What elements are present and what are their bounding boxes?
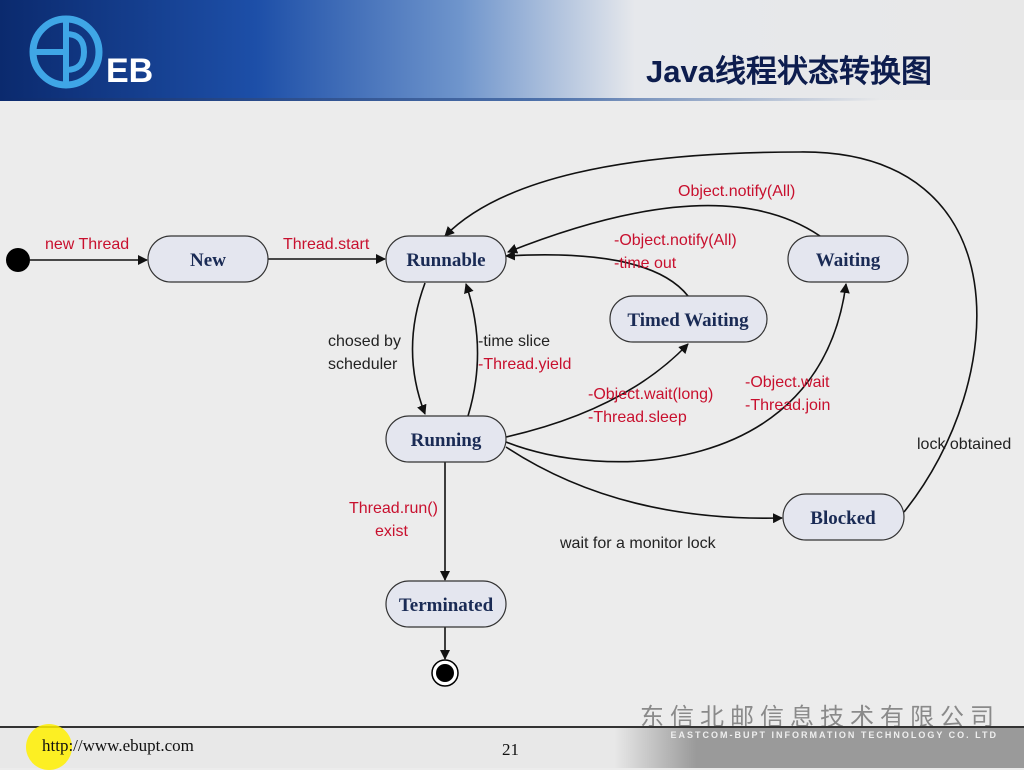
- page-title: Java线程状态转换图: [646, 54, 932, 89]
- footer-divider: [0, 726, 1024, 728]
- svg-text:Running: Running: [411, 430, 482, 451]
- label-new-thread: new Thread: [45, 236, 129, 253]
- svg-text:New: New: [190, 250, 226, 271]
- label-time-slice: -time slice: [478, 333, 550, 350]
- edge-runnable-running: [411, 282, 427, 415]
- label-time-out: -time out: [614, 255, 677, 272]
- edge-running-timedwaiting: [505, 343, 689, 438]
- label-thread-run: Thread.run(): [349, 500, 438, 517]
- cursor-highlight: [26, 724, 72, 770]
- edge-waiting-runnable: [507, 204, 821, 254]
- state-timed-waiting: Timed Waiting: [609, 295, 768, 343]
- label-notify-all-waiting: Object.notify(All): [678, 183, 795, 200]
- svg-text:Runnable: Runnable: [406, 250, 485, 271]
- company-name-en: EASTCOM-BUPT INFORMATION TECHNOLOGY CO. …: [670, 730, 998, 740]
- label-thread-yield: -Thread.yield: [478, 356, 571, 373]
- state-running: Running: [385, 415, 507, 463]
- state-new: New: [147, 235, 269, 283]
- label-object-wait: -Object.wait: [745, 374, 830, 391]
- label-notify-all-timed: -Object.notify(All): [614, 232, 737, 249]
- header-divider: [0, 98, 880, 101]
- edge-running-blocked: [505, 446, 783, 524]
- edge-blocked-runnable: [444, 151, 978, 513]
- edge-running-waiting: [505, 283, 850, 463]
- label-thread-start: Thread.start: [283, 236, 370, 253]
- state-terminated: Terminated: [385, 580, 507, 628]
- final-state-dot: [436, 664, 454, 682]
- initial-state: [6, 248, 30, 272]
- state-blocked: Blocked: [782, 493, 905, 541]
- label-wait-monitor: wait for a monitor lock: [559, 535, 717, 552]
- state-runnable: Runnable: [385, 235, 507, 283]
- page-number: 21: [502, 740, 519, 759]
- label-thread-sleep: -Thread.sleep: [588, 409, 687, 426]
- state-waiting: Waiting: [787, 235, 909, 283]
- label-exist: exist: [375, 523, 408, 540]
- label-thread-join: -Thread.join: [745, 397, 830, 414]
- label-wait-long: -Object.wait(long): [588, 386, 713, 403]
- svg-text:Terminated: Terminated: [399, 595, 494, 616]
- label-lock-obtained: lock obtained: [917, 436, 1011, 453]
- label-scheduler: scheduler: [328, 356, 398, 373]
- svg-text:Waiting: Waiting: [816, 250, 881, 271]
- svg-text:Timed Waiting: Timed Waiting: [627, 310, 749, 331]
- slide-footer: [0, 728, 1024, 768]
- svg-text:Blocked: Blocked: [810, 508, 876, 529]
- edge-running-runnable: [464, 283, 479, 417]
- company-logo: EB: [29, 15, 153, 90]
- logo-text: EB: [106, 52, 153, 90]
- slide-header: [0, 0, 1024, 100]
- footer-url-link[interactable]: http://www.ebupt.com: [42, 736, 194, 755]
- edge-timedwaiting-runnable: [505, 250, 689, 297]
- label-chosed-by: chosed by: [328, 333, 401, 350]
